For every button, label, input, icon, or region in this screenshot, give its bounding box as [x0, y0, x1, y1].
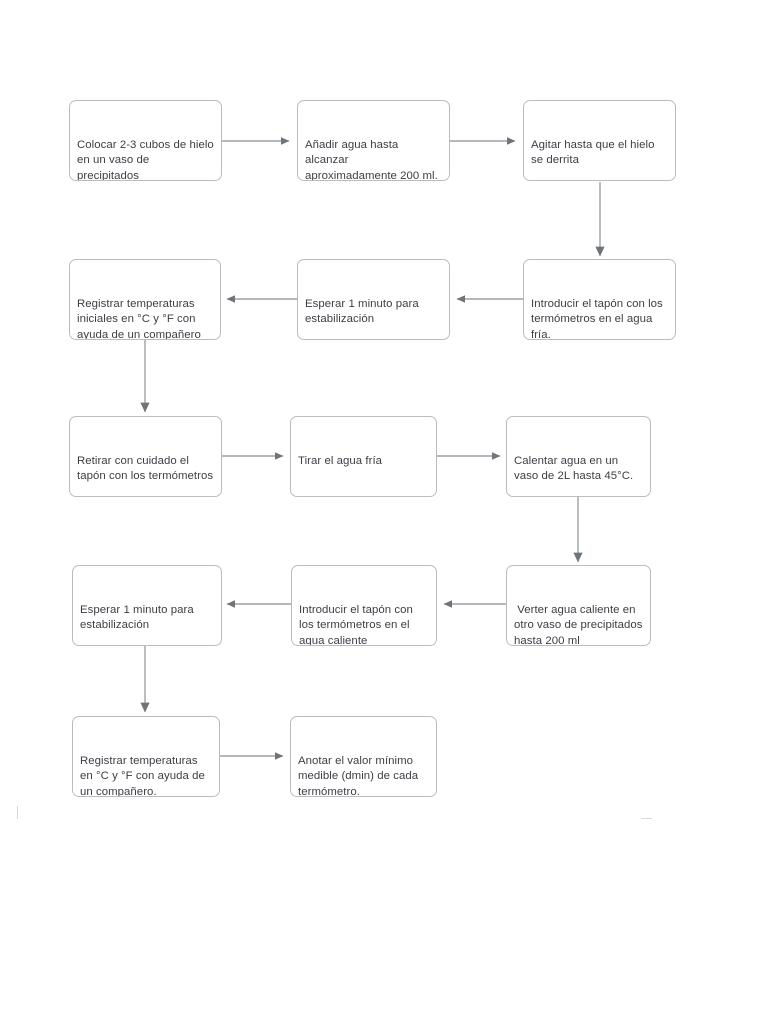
flow-node-n4[interactable]: Introducir el tapón con los termómetros …: [523, 259, 676, 340]
flow-node-label: Añadir agua hasta alcanzar aproximadamen…: [305, 138, 438, 181]
flow-node-n8[interactable]: Tirar el agua fría: [290, 416, 437, 497]
flow-node-n7[interactable]: Retirar con cuidado el tapón con los ter…: [69, 416, 222, 497]
scan-artifact-left: [17, 806, 18, 819]
flow-node-n14[interactable]: Anotar el valor mínimo medible (dmin) de…: [290, 716, 437, 797]
flow-node-label: Introducir el tapón con los termómetros …: [299, 603, 417, 646]
flow-node-n1[interactable]: Colocar 2-3 cubos de hielo en un vaso de…: [69, 100, 222, 181]
flow-node-label: Retirar con cuidado el tapón con los ter…: [77, 454, 214, 483]
scan-artifact-right: [641, 818, 652, 819]
flow-node-label: Verter agua caliente en otro vaso de pre…: [514, 603, 646, 646]
flow-node-label: Anotar el valor mínimo medible (dmin) de…: [298, 754, 422, 797]
flow-node-label: Tirar el agua fría: [298, 454, 383, 467]
flow-node-n10[interactable]: Verter agua caliente en otro vaso de pre…: [506, 565, 651, 646]
flow-node-label: Registrar temperaturas iniciales en °C y…: [77, 297, 201, 340]
flow-node-label: Esperar 1 minuto para estabilización: [80, 603, 197, 632]
flow-node-n5[interactable]: Esperar 1 minuto para estabilización: [297, 259, 450, 340]
flow-node-label: Introducir el tapón con los termómetros …: [531, 297, 667, 340]
flow-node-label: Agitar hasta que el hielo se derrita: [531, 138, 658, 167]
flow-node-n2[interactable]: Añadir agua hasta alcanzar aproximadamen…: [297, 100, 450, 181]
flow-node-label: Esperar 1 minuto para estabilización: [305, 297, 422, 326]
flow-node-n13[interactable]: Registrar temperaturas en °C y °F con ay…: [72, 716, 220, 797]
flow-node-n3[interactable]: Agitar hasta que el hielo se derrita: [523, 100, 676, 181]
flow-node-label: Colocar 2-3 cubos de hielo en un vaso de…: [77, 138, 218, 181]
flow-node-n11[interactable]: Introducir el tapón con los termómetros …: [291, 565, 437, 646]
flow-node-label: Calentar agua en un vaso de 2L hasta 45°…: [514, 454, 634, 483]
flow-node-label: Registrar temperaturas en °C y °F con ay…: [80, 754, 209, 797]
flow-node-n9[interactable]: Calentar agua en un vaso de 2L hasta 45°…: [506, 416, 651, 497]
flow-node-n6[interactable]: Registrar temperaturas iniciales en °C y…: [69, 259, 221, 340]
flow-node-n12[interactable]: Esperar 1 minuto para estabilización: [72, 565, 222, 646]
